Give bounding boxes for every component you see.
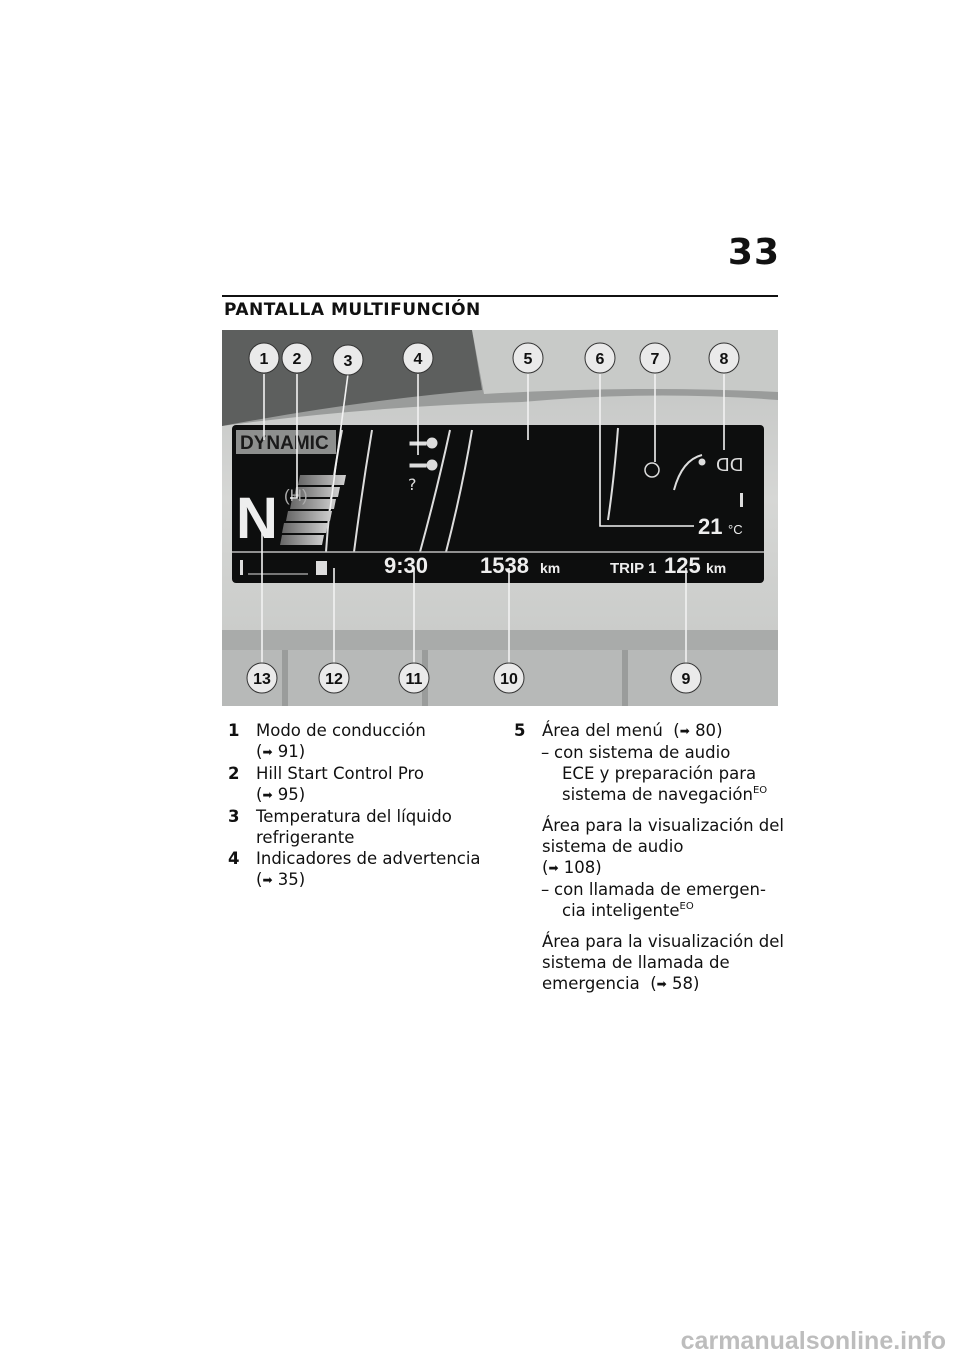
temperature-unit: °C (728, 522, 743, 537)
page-reference-link[interactable]: 80 (695, 721, 717, 740)
svg-text:9: 9 (682, 671, 691, 688)
sub-description: Área para la visualización del sistema d… (542, 816, 784, 877)
odometer-value: 1538 (480, 553, 529, 578)
svg-text:8: 8 (720, 351, 729, 368)
trip-label: TRIP 1 (610, 560, 656, 577)
legend-item: 2 Hill Start Control Pro (➡ 95) (228, 764, 425, 804)
odometer-unit: km (540, 560, 560, 576)
sub-condition: – con llamada de emergen- cia inteligent… (541, 880, 766, 920)
callout-leaders (261, 373, 725, 664)
svg-text:2: 2 (293, 351, 302, 368)
dash-bullet: – (541, 880, 550, 899)
svg-text:13: 13 (253, 671, 271, 688)
legend-right: 5 Área del menú (➡ 80) – con sistema de … (514, 720, 784, 995)
page-reference-link[interactable]: 95 (277, 785, 299, 804)
coolant-icon (240, 560, 243, 575)
reference-arrow-icon: ➡ (262, 745, 273, 759)
svg-text:7: 7 (651, 351, 660, 368)
sub-condition: – con sistema de audio ECE y preparación… (541, 743, 768, 804)
sub-description: Área para la visualización del sistema d… (542, 932, 784, 993)
svg-text:4: 4 (414, 351, 423, 368)
svg-text:6: 6 (596, 351, 605, 368)
page-reference-link[interactable]: 108 (563, 858, 596, 877)
svg-text:3: 3 (344, 353, 353, 370)
divider-rule (222, 295, 778, 297)
svg-text:10: 10 (500, 671, 518, 688)
svg-text:11: 11 (406, 671, 423, 688)
clock-value: 9:30 (384, 553, 428, 578)
svg-text:5: 5 (524, 351, 533, 368)
page-reference-link[interactable]: 35 (277, 870, 299, 889)
trip-unit: km (706, 560, 726, 576)
dash-bullet: – (541, 743, 550, 762)
mode-label: DYNAMIC (240, 433, 329, 454)
svg-text:ᗡᗡ: ᗡᗡ (716, 455, 744, 476)
watermark: carmanualsonline.info (680, 1327, 946, 1355)
reference-arrow-icon: ➡ (262, 788, 273, 802)
svg-text:?: ? (408, 475, 417, 494)
page-reference-link[interactable]: 91 (277, 742, 299, 761)
reference-arrow-icon: ➡ (262, 873, 273, 887)
section-title: PANTALLA MULTIFUNCIÓN (224, 300, 481, 320)
gear-indicator: N (236, 486, 278, 551)
audio-navigation-icons: ᗡᗡ (644, 454, 744, 507)
reference-arrow-icon: ➡ (548, 861, 559, 875)
legend-item: 5 Área del menú (➡ 80) (514, 721, 723, 740)
callout-markers: 1 2 3 4 5 6 7 8 9 10 11 12 13 (246, 342, 740, 694)
svg-text:12: 12 (325, 671, 343, 688)
reference-arrow-icon: ➡ (679, 724, 690, 738)
legend-item: 3 Temperatura del líquido refrigerante (228, 807, 452, 847)
legend-left: 1 Modo de conducción (➡ 91) 2 Hill Start… (228, 720, 488, 891)
fuel-icon (316, 561, 327, 575)
page-reference-link[interactable]: 58 (671, 974, 693, 993)
trip-value: 125 (664, 553, 701, 578)
legend-item: 4 Indicadores de advertencia (➡ 35) (228, 849, 481, 889)
dashboard-photo: DYNAMIC N (H) ? ᗡᗡ 21 °C 9:30 1538 km TR… (222, 330, 778, 706)
svg-text:1: 1 (260, 351, 269, 368)
reference-arrow-icon: ➡ (656, 977, 667, 991)
hill-start-symbol: (H) (284, 486, 308, 505)
page-number: 33 (727, 232, 780, 273)
temperature-value: 21 (698, 514, 722, 539)
legend-item: 1 Modo de conducción (➡ 91) (228, 721, 426, 761)
